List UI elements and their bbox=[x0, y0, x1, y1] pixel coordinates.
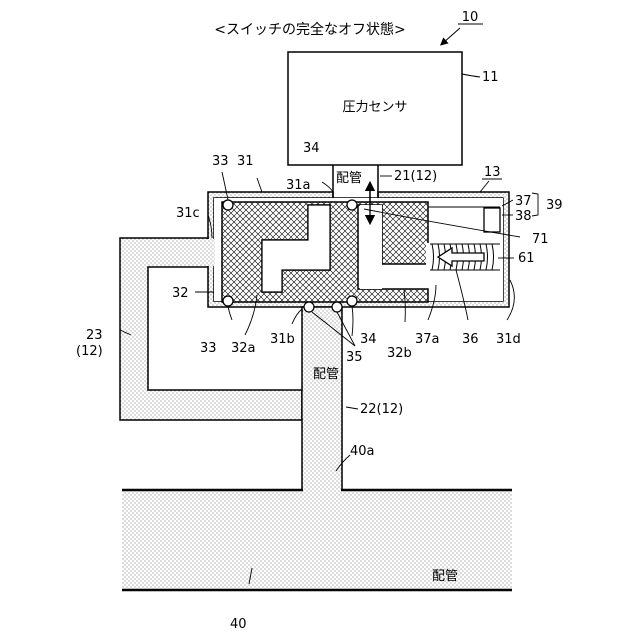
label-pipe-top: 配管 bbox=[336, 171, 362, 186]
label-40a: 40a bbox=[350, 444, 375, 459]
label-40: 40 bbox=[230, 617, 247, 632]
label-34-bottom: 34 bbox=[360, 332, 377, 347]
label-36: 36 bbox=[462, 332, 479, 347]
label-pipe-main: 配管 bbox=[432, 569, 458, 584]
pipe-22-bypass-join bbox=[303, 391, 306, 419]
label-37a: 37a bbox=[415, 332, 440, 347]
label-12: (12) bbox=[76, 344, 103, 359]
label-61: 61 bbox=[518, 251, 535, 266]
actuator-38 bbox=[484, 208, 500, 232]
label-31a: 31a bbox=[286, 178, 311, 193]
o-ring-33-bottom bbox=[223, 296, 233, 306]
label-37: 37 bbox=[515, 194, 532, 209]
figure-number-leader bbox=[443, 28, 460, 43]
label-13: 13 bbox=[484, 165, 501, 180]
pipe-22-main-join bbox=[303, 488, 341, 492]
label-31d: 31d bbox=[496, 332, 521, 347]
o-ring-34-top bbox=[347, 200, 357, 210]
label-pipe-mid: 配管 bbox=[313, 367, 339, 382]
pipe-22-vertical bbox=[302, 307, 342, 490]
label-35: 35 bbox=[346, 350, 363, 365]
o-ring-34-bottom bbox=[347, 296, 357, 306]
label-31c: 31c bbox=[176, 206, 200, 221]
diagram-title: <スイッチの完全なオフ状態> bbox=[214, 21, 405, 38]
figure-number: 10 bbox=[462, 10, 479, 25]
label-31b: 31b bbox=[270, 332, 295, 347]
o-ring-35-left bbox=[304, 302, 314, 312]
label-32a: 32a bbox=[231, 341, 256, 356]
label-33-top: 33 bbox=[212, 154, 229, 169]
o-ring-35-right bbox=[332, 302, 342, 312]
label-22: 22(12) bbox=[360, 402, 403, 417]
label-11: 11 bbox=[482, 70, 499, 85]
label-32b: 32b bbox=[387, 346, 412, 361]
o-ring-33-top bbox=[223, 200, 233, 210]
label-71: 71 bbox=[532, 232, 549, 247]
spring-chamber bbox=[360, 205, 382, 289]
label-33-bottom: 33 bbox=[200, 341, 217, 356]
label-31: 31 bbox=[237, 154, 254, 169]
label-38: 38 bbox=[515, 209, 532, 224]
label-32: 32 bbox=[172, 286, 189, 301]
label-21: 21(12) bbox=[394, 169, 437, 184]
opening-31c bbox=[207, 239, 215, 266]
label-39: 39 bbox=[546, 198, 563, 213]
pressure-sensor-label: 圧力センサ bbox=[342, 100, 407, 115]
label-34-top: 34 bbox=[303, 141, 320, 156]
label-23: 23 bbox=[86, 328, 103, 343]
